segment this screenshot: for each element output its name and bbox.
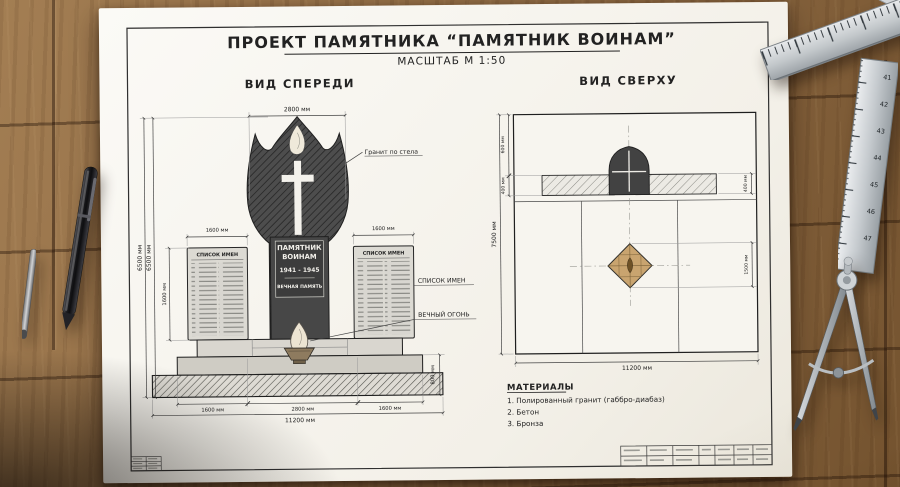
ruler-number: 45 bbox=[870, 180, 879, 189]
material-item: 3. Бронза bbox=[507, 419, 543, 428]
dim-bottom-2: 2800 мм bbox=[292, 407, 315, 413]
stylus-pencil bbox=[22, 248, 36, 339]
right-name-panel: СПИСОК ИМЕН bbox=[352, 245, 415, 340]
right-panel-header: СПИСОК ИМЕН bbox=[363, 250, 405, 256]
ruler-number: 42 bbox=[879, 100, 888, 109]
title-block bbox=[620, 444, 773, 467]
technical-drawing: ПРОЕКТ ПАМЯТНИКА “ПАМЯТНИК ВОИНАМ” МАСШТ… bbox=[126, 21, 773, 472]
steel-ruler-vertical: 41 42 43 44 45 46 47 bbox=[838, 57, 898, 274]
dim-total-width: 11200 мм bbox=[285, 417, 315, 424]
plaque-line1: ПАМЯТНИК bbox=[277, 244, 322, 252]
dim-bottom-3: 1600 мм bbox=[379, 406, 402, 412]
materials-header: МАТЕРИАЛЫ bbox=[507, 382, 574, 393]
blueprint-paper: ПРОЕКТ ПАМЯТНИКА “ПАМЯТНИК ВОИНАМ” МАСШТ… bbox=[98, 1, 793, 484]
ruler-number: 44 bbox=[873, 154, 882, 163]
material-item: 1. Полированный гранит (габбро-диабаз) bbox=[507, 395, 665, 406]
compass-adjust-wheel bbox=[832, 367, 845, 379]
left-name-panel: СПИСОК ИМЕН bbox=[186, 246, 249, 341]
front-view: ВИД СПЕРЕДИ ПАМЯТНИК ВОИНАМ 1941 - 1945 bbox=[137, 76, 477, 424]
dim-1500: 1500 мм bbox=[744, 254, 750, 275]
ruler-number: 47 bbox=[863, 234, 872, 243]
corner-stamp bbox=[130, 456, 162, 472]
dim-panel-height: 1600 мм bbox=[162, 283, 168, 306]
plaque-line2: ВОИНАМ bbox=[282, 253, 317, 261]
dim-panel-width-right: 1600 мм bbox=[372, 226, 395, 232]
callout-flame: ВЕЧНЫЙ ОГОНЬ bbox=[418, 309, 470, 318]
callout-names: СПИСОК ИМЕН bbox=[418, 277, 466, 284]
top-view-label: ВИД СВЕРХУ bbox=[579, 73, 677, 88]
dim-base-height: 800 мм bbox=[430, 365, 436, 385]
dim-top-width: 2800 мм bbox=[284, 106, 310, 113]
dim-bottom-1: 1600 мм bbox=[201, 407, 224, 413]
title-underline bbox=[284, 50, 620, 55]
dim-600: 600 мм bbox=[500, 136, 506, 154]
dim-plan-height: 7500 мм bbox=[491, 221, 498, 247]
dim-400-right: 400 мм bbox=[743, 174, 749, 192]
callout-granite: Гранит по стела bbox=[364, 149, 418, 157]
plaque-line4: ВЕЧНАЯ ПАМЯТЬ bbox=[277, 284, 323, 290]
dim-height-2: 6500 мм bbox=[146, 245, 153, 271]
dim-400-left: 400 мм bbox=[500, 177, 506, 195]
top-view: ВИД СВЕРХУ bbox=[491, 73, 760, 372]
front-view-label: ВИД СПЕРЕДИ bbox=[245, 76, 355, 91]
materials-section: МАТЕРИАЛЫ 1. Полированный гранит (габбро… bbox=[507, 382, 665, 428]
dim-height-1: 6500 мм bbox=[137, 245, 144, 271]
left-panel-header: СПИСОК ИМЕН bbox=[196, 252, 238, 258]
dim-plan-total: 11200 мм bbox=[622, 365, 652, 372]
pen bbox=[62, 166, 98, 331]
material-item: 2. Бетон bbox=[507, 407, 539, 416]
ruler-number: 41 bbox=[883, 73, 892, 82]
ruler-number: 43 bbox=[876, 127, 885, 136]
dim-panel-width-left: 1600 мм bbox=[206, 228, 229, 234]
drawing-title: ПРОЕКТ ПАМЯТНИКА “ПАМЯТНИК ВОИНАМ” bbox=[227, 29, 676, 52]
ruler-number: 46 bbox=[866, 207, 875, 216]
drawing-scale: МАСШТАБ М 1:50 bbox=[397, 55, 506, 68]
compass-divider bbox=[793, 256, 879, 431]
plaque-years: 1941 - 1945 bbox=[279, 267, 319, 274]
